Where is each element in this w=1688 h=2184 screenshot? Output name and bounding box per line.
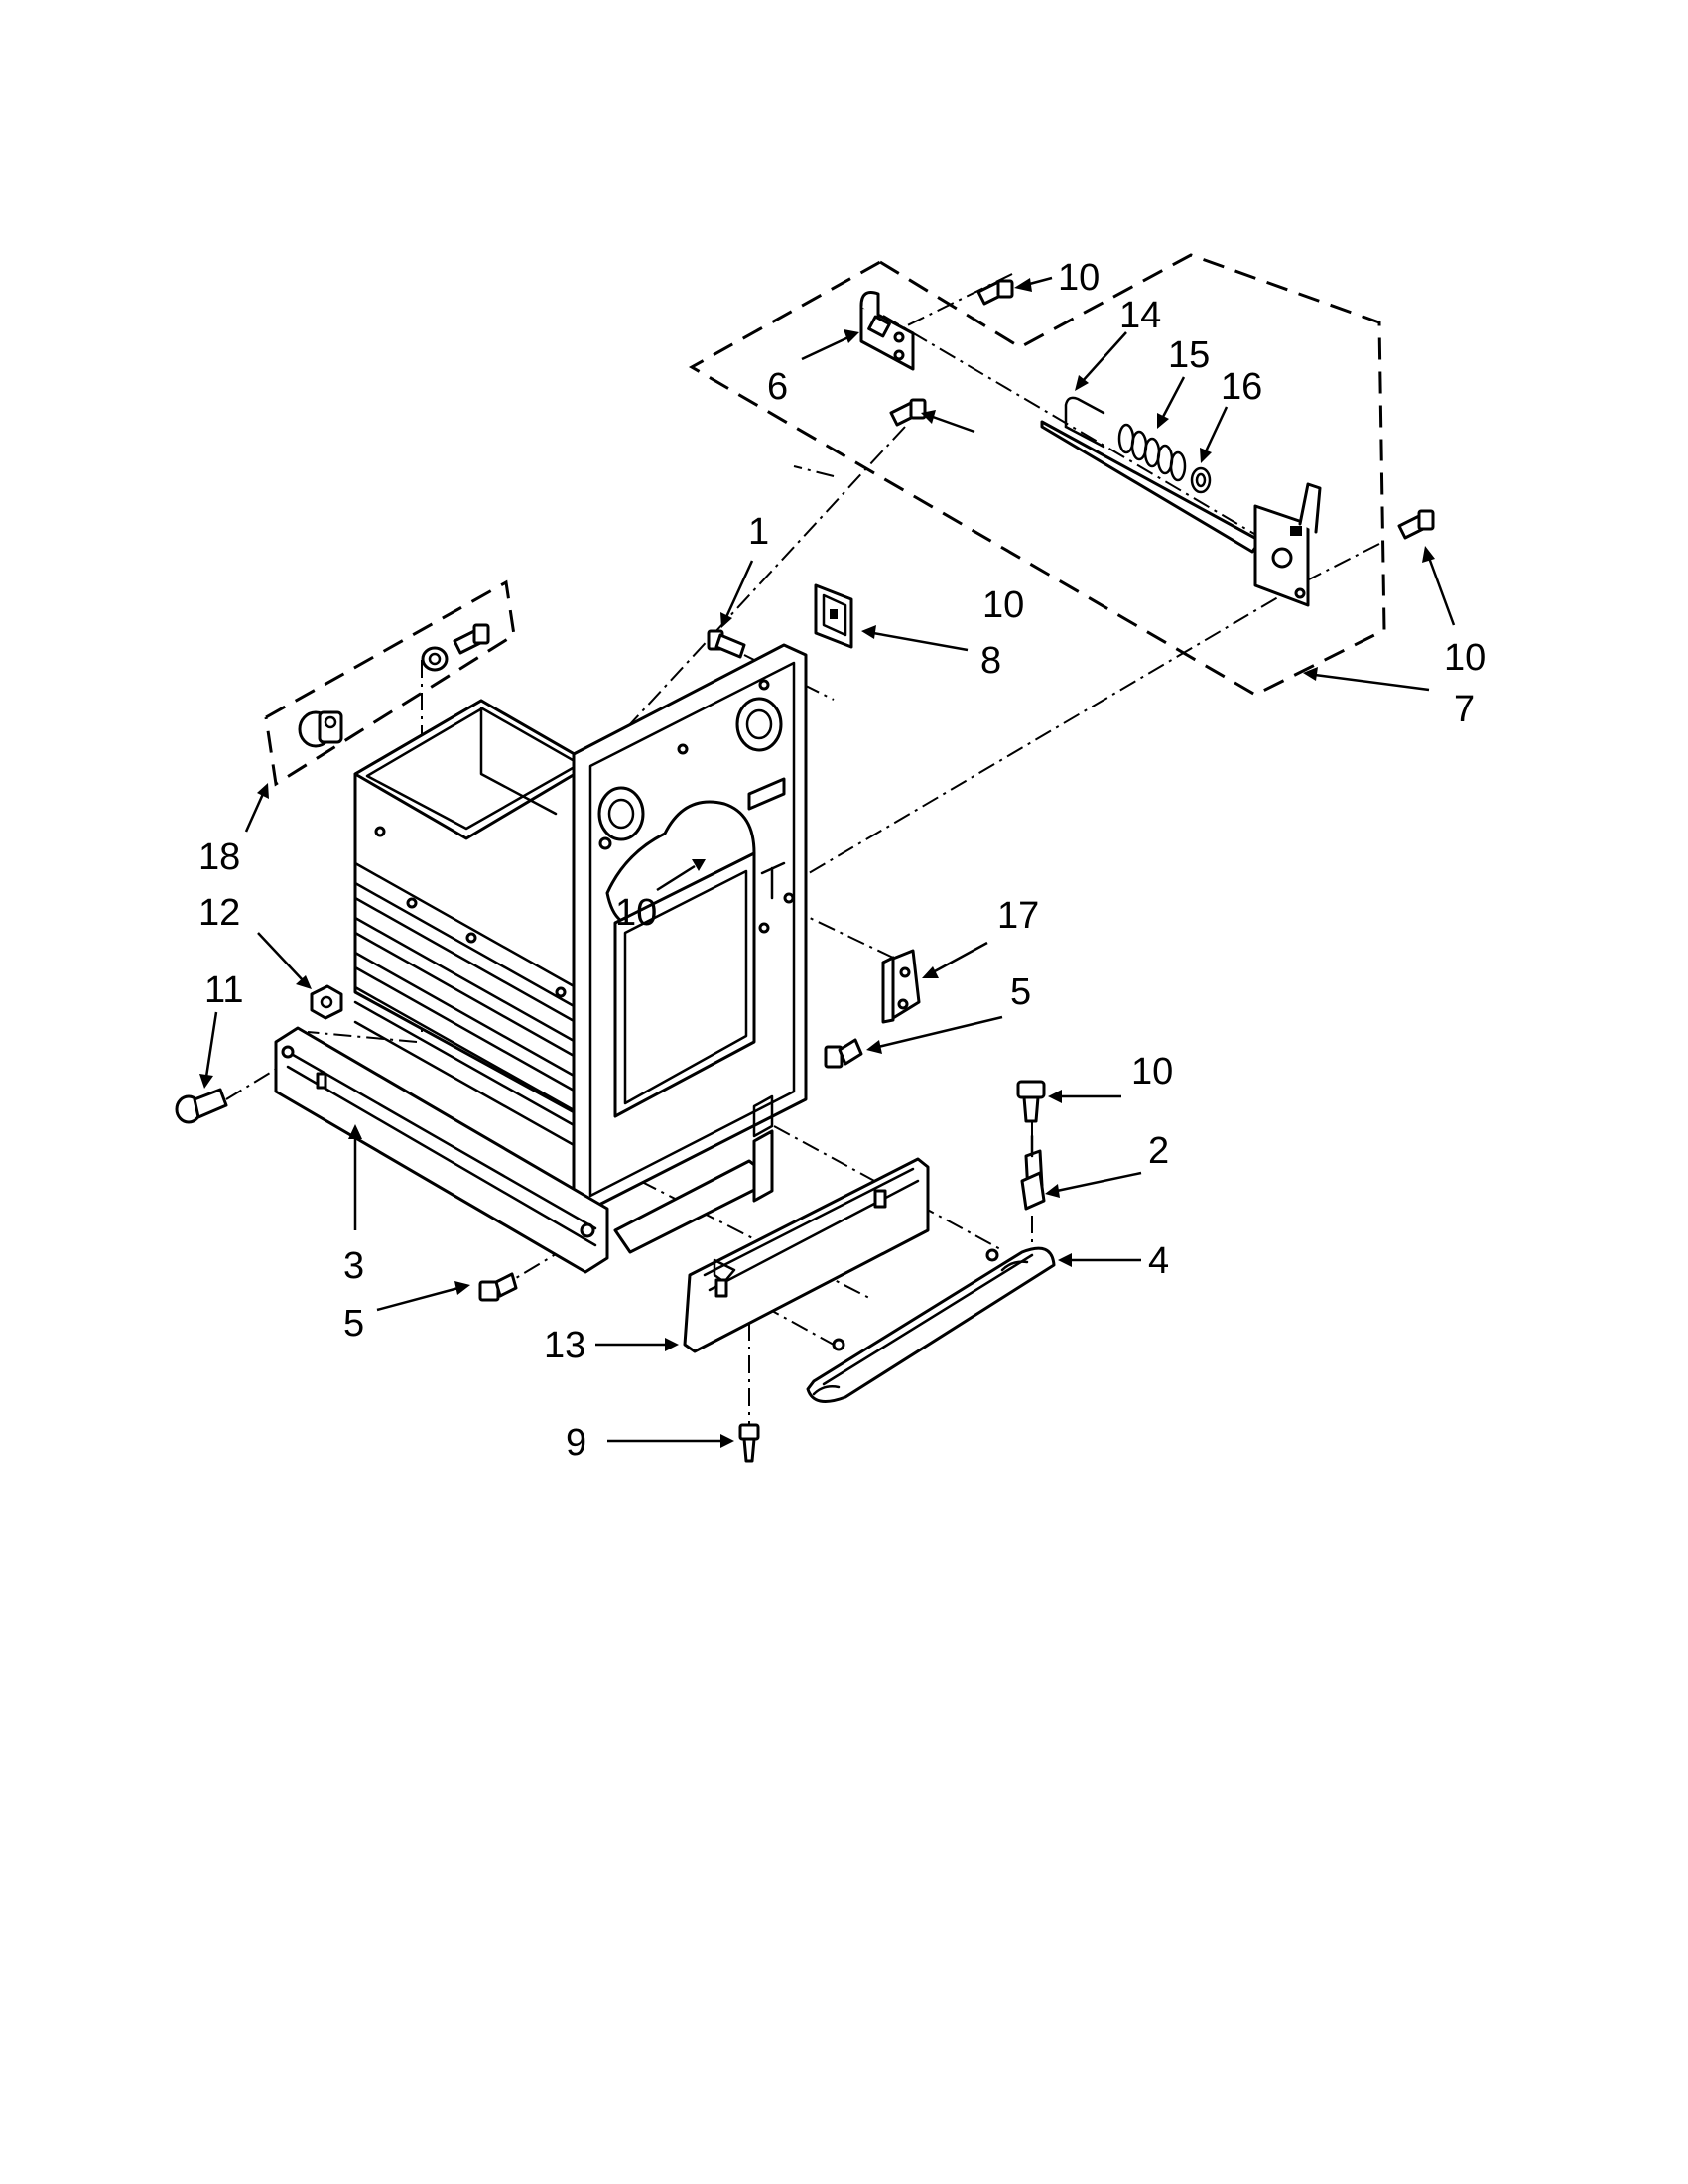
leader-arrows: [199, 276, 1456, 1448]
callout-4: 4: [1148, 1240, 1169, 1282]
callout-5-left: 5: [343, 1303, 364, 1345]
screw-18-top: [421, 623, 490, 672]
callout-1: 1: [748, 511, 769, 553]
part-18-dashed-box: [264, 579, 516, 787]
callout-9: 9: [566, 1422, 586, 1464]
part-16-washer: [1190, 466, 1212, 494]
callout-5-right: 5: [1010, 971, 1031, 1013]
callout-13: 13: [544, 1325, 585, 1366]
callout-10-lower: 10: [1131, 1051, 1173, 1092]
callout-8: 8: [980, 640, 1001, 682]
part-12-nut: [310, 984, 343, 1020]
part-6-hinge-bracket: [859, 291, 915, 371]
part-13-toe-plate: [683, 1157, 930, 1353]
part-8-clip: [814, 583, 853, 649]
callout-15: 15: [1168, 334, 1210, 376]
part-14-pin: [1064, 396, 1105, 449]
callout-10-upper-mid: 10: [982, 584, 1024, 626]
screw-1: [707, 629, 746, 659]
callout-12: 12: [198, 892, 240, 934]
callout-10-inner: 10: [615, 892, 657, 934]
callout-labels: 10 6 14 15 16 10 7 1 10 8 10 18 12 11 17…: [198, 257, 1486, 1464]
callout-3: 3: [343, 1245, 364, 1287]
callout-14: 14: [1119, 295, 1161, 336]
callout-2: 2: [1148, 1130, 1169, 1172]
hinge-assembly-dashed-box: [688, 253, 1386, 697]
part-2-clip: [1020, 1134, 1046, 1211]
callout-10-right: 10: [1444, 637, 1486, 679]
callout-17: 17: [997, 895, 1039, 937]
main-cabinet-frame: [274, 643, 808, 1274]
part-17-bracket: [881, 949, 921, 1024]
screw-9: [738, 1423, 760, 1463]
callout-11: 11: [204, 969, 243, 1011]
part-4-handle: [806, 1246, 1056, 1403]
callout-18: 18: [198, 836, 240, 878]
callout-10-top: 10: [1058, 257, 1100, 299]
callout-16: 16: [1221, 366, 1262, 408]
part-15-spring: [1117, 423, 1187, 482]
screw-5-left: [478, 1272, 518, 1302]
callout-7: 7: [1454, 689, 1475, 730]
hinge-rod: [1040, 420, 1262, 554]
callout-6: 6: [767, 366, 788, 408]
screw-5-right: [824, 1038, 863, 1069]
screw-10-right: [1397, 509, 1435, 540]
part-11-bolt: [175, 1088, 228, 1124]
hinge-side-bracket: [1253, 482, 1322, 607]
screw-10-upper-mid: [889, 398, 927, 427]
screw-10-lower: [1016, 1080, 1046, 1123]
screw-10-top: [976, 279, 1014, 306]
part-18-knob: [298, 710, 343, 748]
